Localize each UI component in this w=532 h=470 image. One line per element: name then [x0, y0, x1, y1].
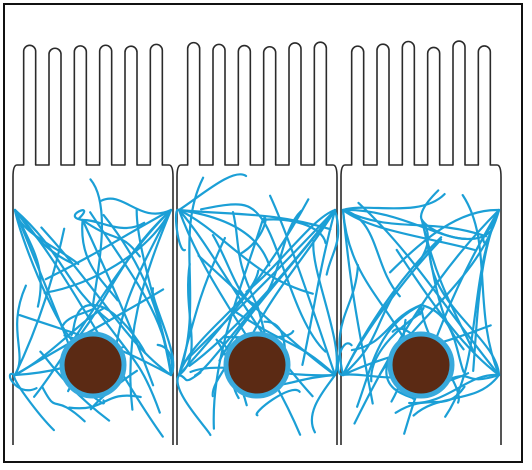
nucleus-3	[390, 334, 452, 396]
filament-cell-1-37	[75, 210, 84, 220]
filament-cell-2-23	[313, 241, 337, 375]
filament-cell-3-5	[343, 210, 475, 250]
nucleus-1	[62, 334, 124, 396]
filament-cell-2-28	[312, 375, 335, 432]
epithelial-cells-diagram	[5, 5, 521, 461]
filament-cell-2-18	[177, 375, 210, 435]
nucleus-2	[226, 334, 288, 396]
filament-cell-3-10	[445, 210, 499, 417]
figure-frame	[3, 3, 523, 463]
filament-cell-2-10	[247, 210, 336, 292]
filament-cell-1-18	[15, 286, 26, 375]
filament-cell-3-17	[339, 265, 358, 375]
filament-cell-1-16	[14, 375, 54, 430]
